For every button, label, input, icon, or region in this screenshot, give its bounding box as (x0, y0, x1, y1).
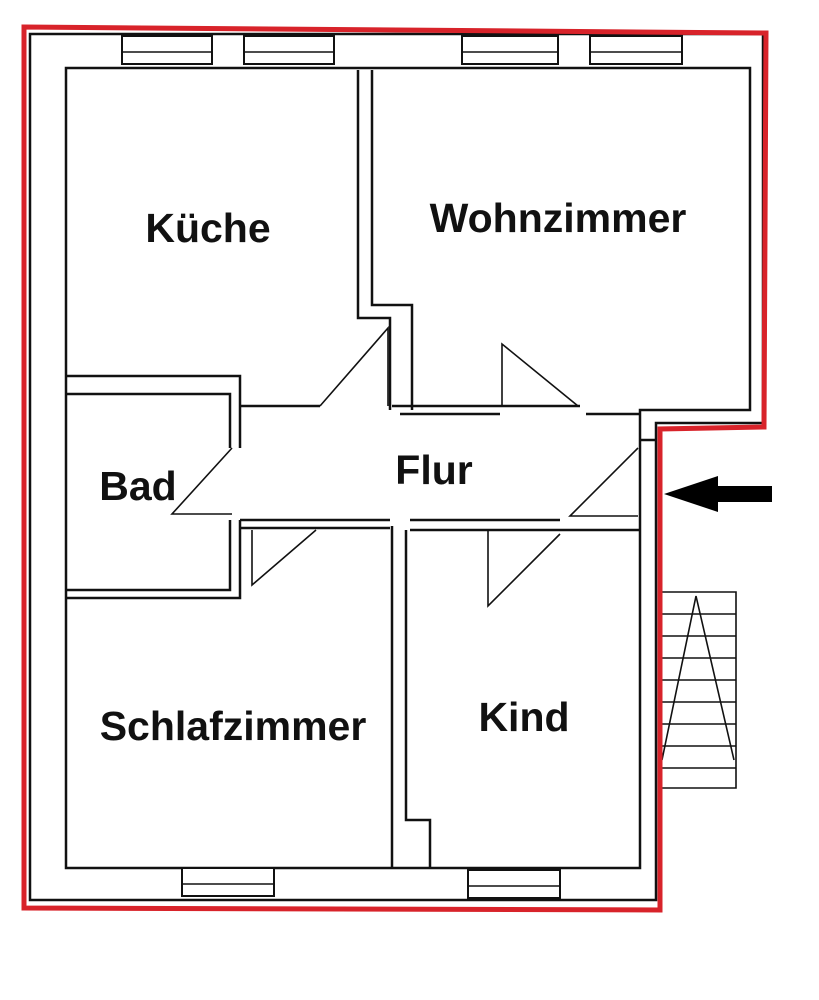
windows-top (121, 35, 683, 65)
room-label-wohnzimmer: Wohnzimmer (430, 195, 687, 241)
room-label-schlafzimmer: Schlafzimmer (100, 703, 367, 749)
room-label-flur: Flur (395, 447, 472, 493)
room-label-bad: Bad (99, 463, 176, 509)
door-swings (170, 325, 639, 608)
property-outline (21, 24, 769, 913)
stairs-icon (661, 591, 737, 789)
room-label-kueche: Küche (145, 205, 270, 251)
arrow-left-icon (664, 476, 772, 512)
windows-bottom (181, 867, 561, 899)
interior-walls (66, 70, 656, 868)
room-label-kind: Kind (478, 694, 569, 740)
